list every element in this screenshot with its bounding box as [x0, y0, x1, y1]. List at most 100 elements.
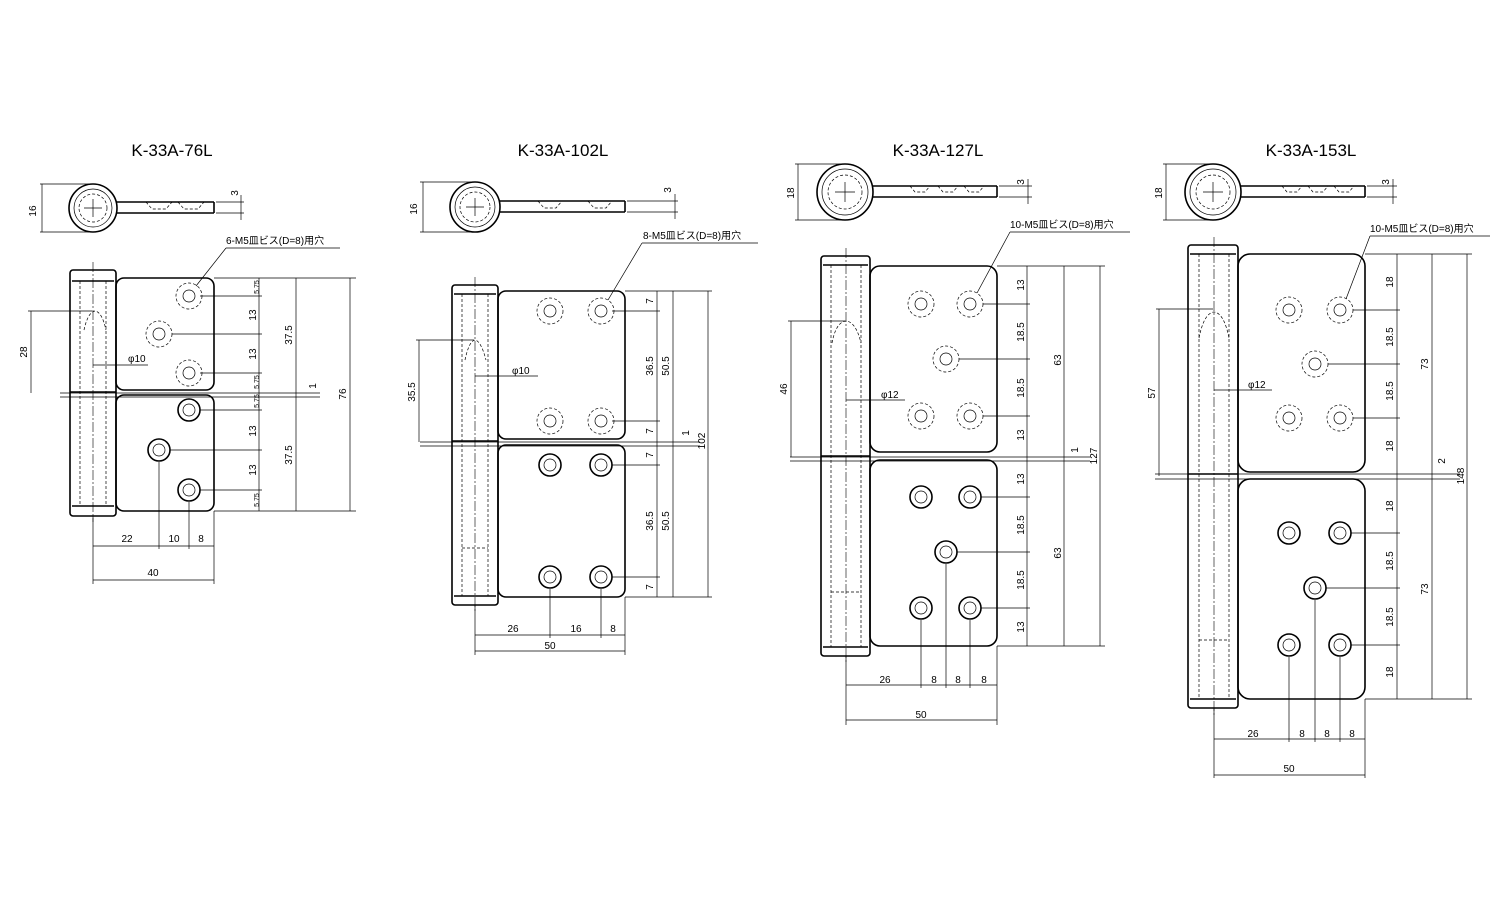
screw-holes-dashed: [1275, 296, 1354, 432]
svg-text:8: 8: [955, 675, 961, 686]
top-view: 18 3: [786, 163, 1032, 221]
hinge-drawing-153l: K-33A-153L 18 3: [1147, 141, 1490, 778]
svg-text:18: 18: [1385, 666, 1396, 678]
svg-text:28: 28: [19, 346, 30, 358]
svg-text:5.75: 5.75: [254, 493, 261, 507]
svg-text:3: 3: [230, 190, 241, 196]
screw-note: 6-M5皿ビス(D=8)用穴: [226, 234, 324, 247]
svg-text:13: 13: [248, 464, 259, 476]
svg-text:18: 18: [1385, 440, 1396, 452]
pin-diameter-label: φ12: [881, 390, 899, 401]
svg-text:16: 16: [28, 205, 39, 217]
drawing-title: K-33A-102L: [518, 141, 609, 160]
svg-text:35.5: 35.5: [407, 382, 418, 402]
svg-text:50: 50: [544, 641, 556, 652]
svg-text:18.5: 18.5: [1016, 570, 1027, 590]
svg-text:13: 13: [248, 309, 259, 321]
svg-text:16: 16: [570, 624, 582, 635]
svg-text:13: 13: [1016, 279, 1027, 291]
svg-text:50: 50: [1283, 764, 1295, 775]
svg-text:37.5: 37.5: [284, 325, 295, 345]
svg-text:13: 13: [248, 425, 259, 437]
svg-text:16: 16: [409, 203, 420, 215]
svg-text:8: 8: [198, 534, 204, 545]
svg-text:7: 7: [645, 428, 656, 434]
svg-text:57: 57: [1147, 387, 1158, 399]
svg-text:37.5: 37.5: [284, 445, 295, 465]
pin-diameter-label: φ12: [1248, 380, 1266, 391]
svg-text:127: 127: [1089, 447, 1100, 464]
svg-text:7: 7: [645, 452, 656, 458]
svg-text:10: 10: [168, 534, 180, 545]
pin-diameter-label: φ10: [512, 366, 530, 377]
svg-text:73: 73: [1420, 358, 1431, 370]
svg-text:18: 18: [786, 187, 797, 199]
top-view: 16 3: [409, 181, 678, 233]
svg-text:13: 13: [1016, 473, 1027, 485]
svg-text:18.5: 18.5: [1016, 378, 1027, 398]
svg-text:36.5: 36.5: [645, 511, 656, 531]
svg-text:5.75: 5.75: [254, 375, 261, 389]
drawing-title: K-33A-153L: [1266, 141, 1357, 160]
screw-holes-solid: [538, 453, 613, 589]
svg-text:26: 26: [507, 624, 519, 635]
screw-note: 10-M5皿ビス(D=8)用穴: [1010, 218, 1114, 231]
svg-text:5.75: 5.75: [254, 394, 261, 408]
svg-text:5.75: 5.75: [254, 280, 261, 294]
svg-text:3: 3: [1381, 179, 1392, 185]
front-view: 5.75 13 13 5.75 5.75 13 13 5.75 37.5 37.…: [19, 234, 356, 584]
svg-text:102: 102: [697, 432, 708, 449]
svg-text:13: 13: [248, 348, 259, 360]
svg-text:8: 8: [610, 624, 616, 635]
hinge-drawing-102l: K-33A-102L 16 3: [407, 141, 758, 655]
svg-text:63: 63: [1053, 354, 1064, 366]
svg-text:1: 1: [308, 383, 319, 389]
svg-text:26: 26: [1247, 729, 1259, 740]
top-view: 16 3: [28, 183, 244, 233]
drawing-title: K-33A-127L: [893, 141, 984, 160]
svg-text:50.5: 50.5: [661, 356, 672, 376]
pin-diameter-label: φ10: [128, 354, 146, 365]
svg-text:46: 46: [779, 383, 790, 395]
svg-text:8: 8: [1349, 729, 1355, 740]
svg-text:8: 8: [1299, 729, 1305, 740]
svg-text:13: 13: [1016, 621, 1027, 633]
svg-text:40: 40: [147, 568, 159, 579]
svg-text:13: 13: [1016, 429, 1027, 441]
front-view: 7 36.5 7 7 36.5 7 50.5 50.5 1 102 35.5 φ…: [407, 229, 758, 655]
screw-holes-solid: [909, 485, 982, 620]
svg-text:8: 8: [981, 675, 987, 686]
svg-text:18.5: 18.5: [1385, 551, 1396, 571]
top-view: 18 3: [1154, 163, 1397, 221]
screw-holes-dashed: [145, 282, 203, 387]
screw-note: 10-M5皿ビス(D=8)用穴: [1370, 222, 1474, 235]
screw-holes-dashed: [907, 290, 984, 430]
drawing-title: K-33A-76L: [131, 141, 212, 160]
svg-text:8: 8: [1324, 729, 1330, 740]
front-view: 18 18.5 18.5 18 18 18.5 18.5 18 73 73 2 …: [1147, 222, 1490, 778]
svg-text:18.5: 18.5: [1385, 327, 1396, 347]
svg-text:36.5: 36.5: [645, 356, 656, 376]
svg-text:7: 7: [645, 298, 656, 304]
svg-text:26: 26: [879, 675, 891, 686]
svg-text:50.5: 50.5: [661, 511, 672, 531]
svg-text:22: 22: [121, 534, 133, 545]
hinge-drawing-127l: K-33A-127L 18 3: [779, 141, 1130, 725]
svg-text:8: 8: [931, 675, 937, 686]
hinge-drawing-76l: K-33A-76L 16 3: [19, 141, 356, 584]
svg-text:73: 73: [1420, 583, 1431, 595]
screw-holes-dashed: [536, 297, 615, 435]
front-view: 13 18.5 18.5 13 13 18.5 18.5 13 63 63 1 …: [779, 218, 1130, 725]
svg-text:18: 18: [1385, 276, 1396, 288]
screw-note: 8-M5皿ビス(D=8)用穴: [643, 229, 741, 242]
svg-text:18: 18: [1385, 500, 1396, 512]
svg-text:18.5: 18.5: [1016, 515, 1027, 535]
svg-text:3: 3: [663, 187, 674, 193]
svg-text:2: 2: [1437, 458, 1448, 464]
svg-text:18.5: 18.5: [1016, 322, 1027, 342]
svg-text:1: 1: [1070, 447, 1081, 453]
svg-text:63: 63: [1053, 547, 1064, 559]
svg-text:148: 148: [1456, 467, 1467, 484]
